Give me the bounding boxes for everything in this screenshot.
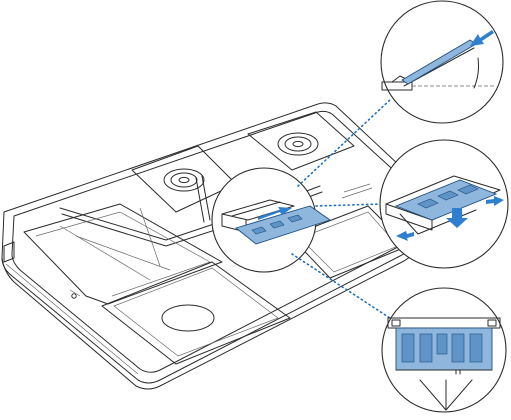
detail-press-down-release bbox=[380, 140, 508, 268]
optical-drive bbox=[102, 262, 290, 364]
memory-slot-callout bbox=[212, 168, 330, 272]
battery bbox=[24, 204, 222, 304]
detail-insert-angle bbox=[381, 1, 503, 123]
fan-right bbox=[248, 112, 354, 170]
detail-notch-alignment bbox=[382, 288, 506, 412]
